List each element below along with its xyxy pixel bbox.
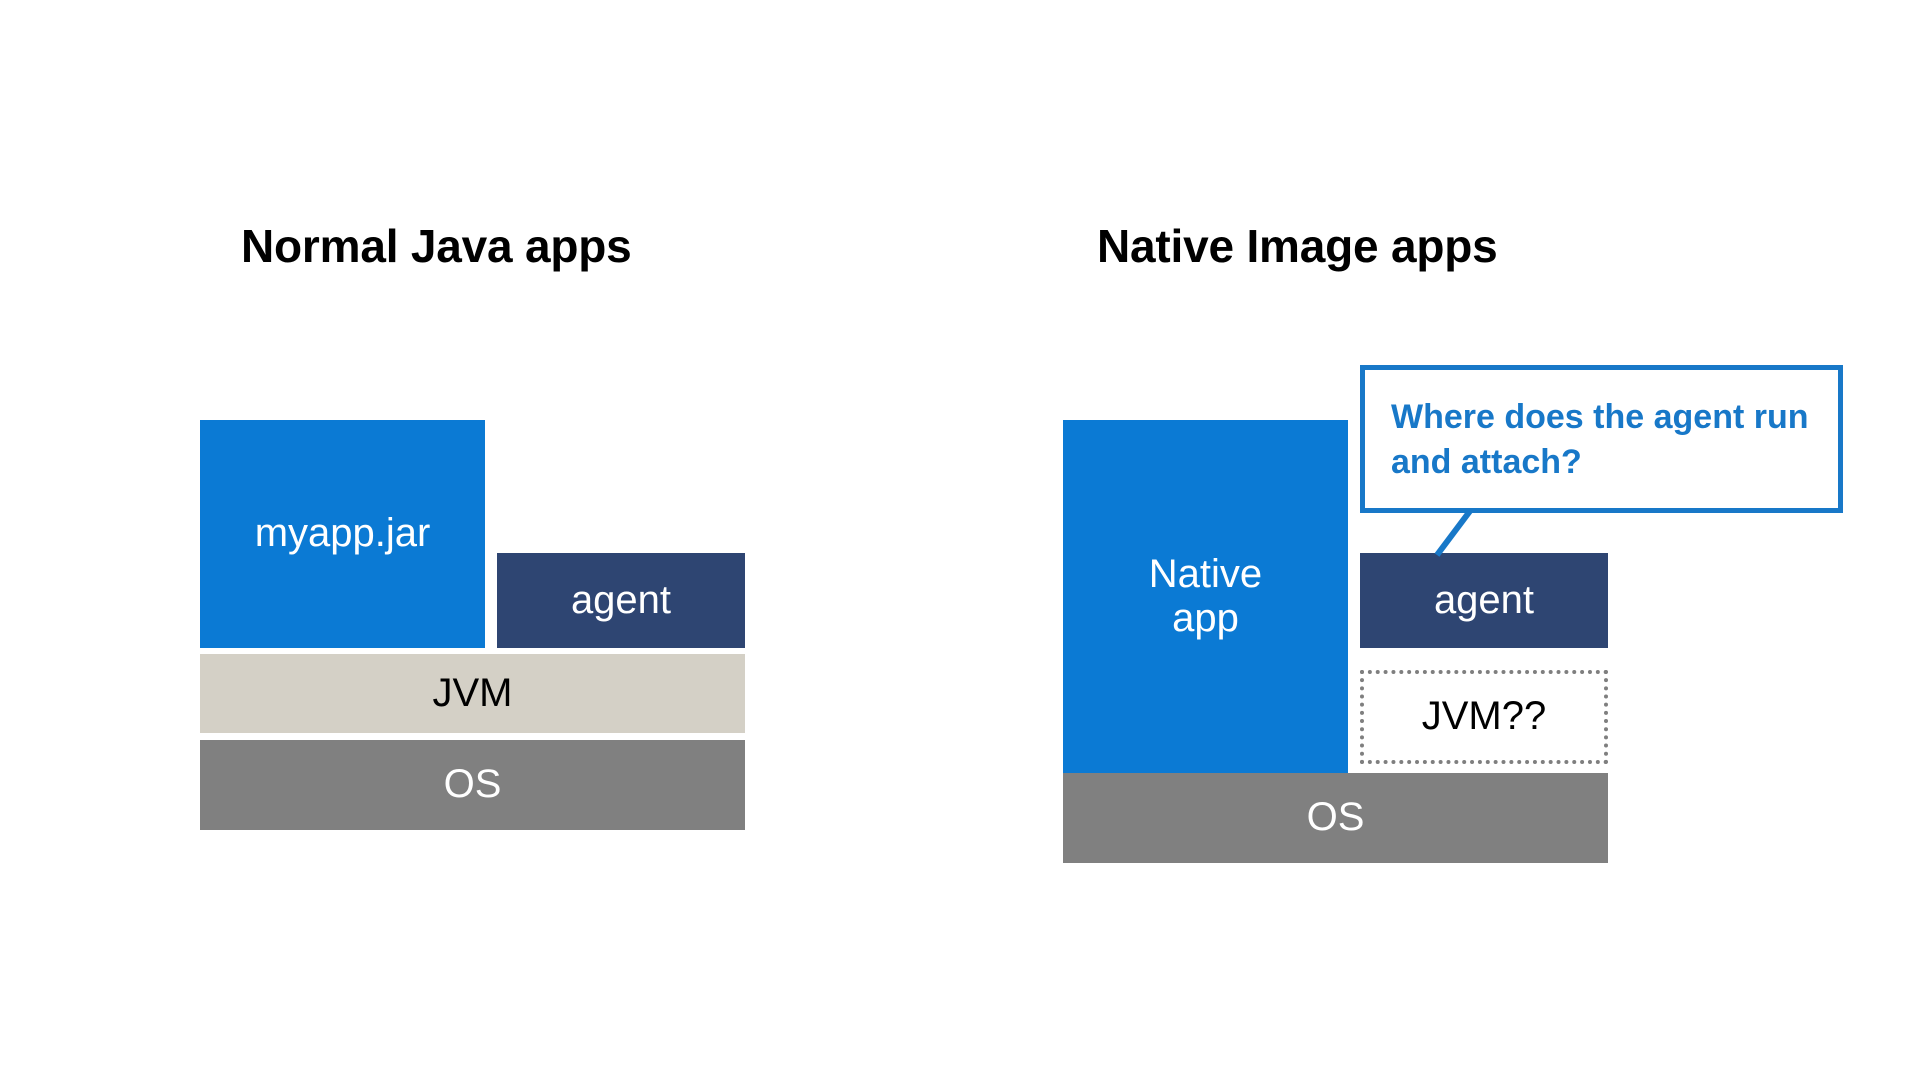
block-os-left: OS (200, 740, 745, 830)
callout-box: Where does the agent run and attach? (1360, 365, 1843, 513)
block-os-right: OS (1063, 773, 1608, 863)
block-jvm-left: JVM (200, 654, 745, 733)
block-myapp-jar: myapp.jar (200, 420, 485, 648)
panel-title-native-image-apps: Native Image apps (1097, 220, 1498, 272)
callout-text: Where does the agent run and attach? (1391, 398, 1809, 481)
block-agent-left: agent (497, 553, 745, 648)
block-agent-right: agent (1360, 553, 1608, 648)
panel-title-normal-java-apps: Normal Java apps (241, 220, 632, 272)
block-jvm-unknown: JVM?? (1360, 670, 1608, 764)
